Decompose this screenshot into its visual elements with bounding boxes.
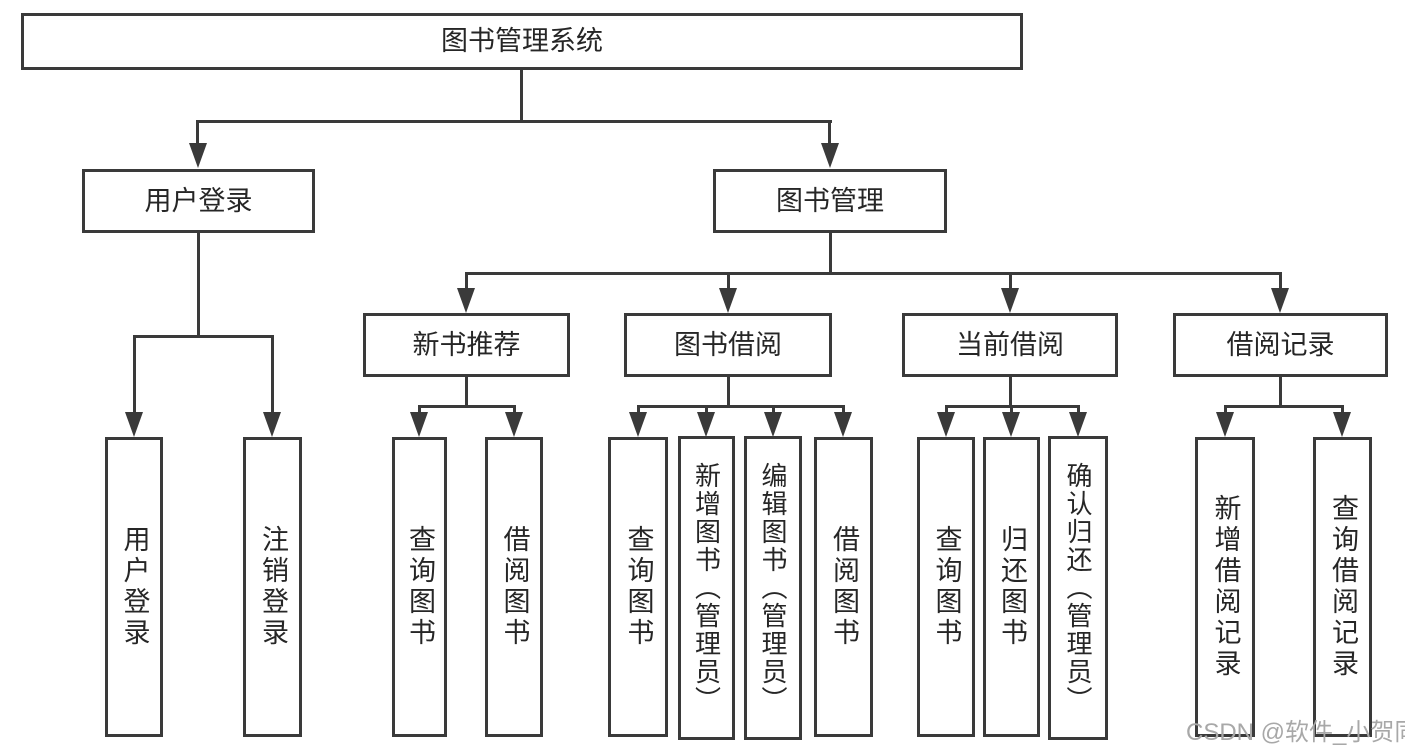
node-new-book-rec: 新书推荐: [363, 313, 570, 377]
node-leaf-logout: 注销登录: [243, 437, 302, 737]
connector-book-borrow-shaft: [727, 272, 730, 292]
node-leaf-user-login: 用户登录: [105, 437, 163, 737]
arrowhead-leaf-logout: [263, 412, 281, 437]
arrowhead-rec-borrow: [505, 412, 523, 437]
node-bb-query-book-label: 查询图书: [623, 525, 654, 649]
csdn-watermark: CSDN @软件_小贺同学: [1186, 719, 1405, 746]
node-br-query-record: 查询借阅记录: [1313, 437, 1372, 737]
connector-rec-borrow-shaft: [513, 405, 516, 415]
connector-new-book-rec-stem: [465, 377, 468, 405]
connector-borrow-record-stem: [1279, 377, 1282, 405]
arrowhead-cb-return: [1002, 412, 1020, 437]
connector-bb-add-shaft: [705, 405, 708, 415]
node-root: 图书管理系统: [21, 13, 1023, 70]
connector-user-login-shaft: [196, 120, 199, 148]
node-root-label: 图书管理系统: [441, 26, 603, 56]
node-current-borrow: 当前借阅: [902, 313, 1118, 377]
arrowhead-cb-confirm: [1069, 412, 1087, 437]
connector-cb-query-shaft: [945, 405, 948, 415]
node-borrow-record: 借阅记录: [1173, 313, 1388, 377]
node-leaf-logout-label: 注销登录: [258, 525, 288, 649]
node-br-query-record-label: 查询借阅记录: [1328, 494, 1358, 680]
node-br-add-record-label: 新增借阅记录: [1210, 494, 1241, 680]
node-book-borrow: 图书借阅: [624, 313, 832, 377]
node-user-login: 用户登录: [82, 169, 315, 233]
arrowhead-br-add: [1216, 412, 1234, 437]
connector-borrow-record-bar: [1224, 405, 1344, 408]
node-cb-confirm-return: 确认归还（管理员）: [1048, 436, 1108, 740]
connector-bb-edit-shaft: [772, 405, 775, 415]
connector-new-book-rec-bar: [418, 405, 515, 408]
connector-leaf-user-login-shaft: [133, 335, 136, 415]
node-bb-query-book: 查询图书: [608, 437, 668, 737]
node-rec-query-book: 查询图书: [392, 437, 447, 737]
node-bb-borrow-book: 借阅图书: [814, 437, 873, 737]
connector-book-mgmt-stem: [829, 233, 832, 272]
connector-book-borrow-bar: [637, 405, 845, 408]
connector-book-mgmt-shaft: [828, 120, 831, 148]
arrowhead-bb-borrow: [834, 412, 852, 437]
connector-bb-borrow-shaft: [842, 405, 845, 415]
node-rec-query-book-label: 查询图书: [405, 525, 435, 649]
node-leaf-user-login-label: 用户登录: [119, 525, 150, 649]
node-cb-confirm-return-label: 确认归还（管理员）: [1063, 462, 1093, 714]
node-br-add-record: 新增借阅记录: [1195, 437, 1255, 737]
node-rec-borrow-book-label: 借阅图书: [499, 525, 530, 649]
node-book-mgmt: 图书管理: [713, 169, 947, 233]
connector-user-login-stem: [197, 233, 200, 335]
node-bb-add-book-label: 新增图书（管理员）: [691, 462, 722, 714]
arrowhead-bb-query: [629, 412, 647, 437]
node-book-borrow-label: 图书借阅: [674, 329, 782, 360]
connector-borrow-record-shaft: [1279, 272, 1282, 292]
connector-bb-query-shaft: [637, 405, 640, 415]
arrowhead-book-borrow: [719, 288, 737, 313]
node-current-borrow-label: 当前借阅: [956, 329, 1064, 360]
connector-rec-query-shaft: [418, 405, 421, 415]
node-user-login-label: 用户登录: [144, 185, 253, 216]
node-cb-query-book-label: 查询图书: [931, 525, 962, 649]
connector-new-book-rec-shaft: [465, 272, 468, 292]
node-book-mgmt-label: 图书管理: [776, 185, 884, 216]
node-rec-borrow-book: 借阅图书: [485, 437, 543, 737]
arrowhead-borrow-record: [1271, 288, 1289, 313]
connector-br-query-shaft: [1341, 405, 1344, 415]
connector-leaf-logout-shaft: [271, 335, 274, 415]
arrowhead-book-mgmt: [821, 143, 839, 168]
connector-cb-return-shaft: [1010, 405, 1013, 415]
arrowhead-bb-edit: [764, 412, 782, 437]
connector-root-bar: [197, 120, 832, 123]
node-cb-query-book: 查询图书: [917, 437, 975, 737]
connector-user-login-bar: [133, 335, 274, 338]
arrowhead-new-book-rec: [457, 288, 475, 313]
node-bb-add-book: 新增图书（管理员）: [678, 436, 735, 740]
node-cb-return-book-label: 归还图书: [997, 525, 1027, 649]
connector-book-mgmt-bar: [466, 272, 1281, 275]
arrowhead-current-borrow: [1001, 288, 1019, 313]
node-new-book-rec-label: 新书推荐: [412, 329, 521, 360]
connector-cb-confirm-shaft: [1077, 405, 1080, 415]
node-bb-borrow-book-label: 借阅图书: [829, 525, 859, 649]
connector-br-add-shaft: [1224, 405, 1227, 415]
arrowhead-bb-add: [697, 412, 715, 437]
connector-current-borrow-stem: [1009, 377, 1012, 405]
node-borrow-record-label: 借阅记录: [1226, 329, 1335, 360]
arrowhead-leaf-user-login: [125, 412, 143, 437]
node-cb-return-book: 归还图书: [983, 437, 1040, 737]
arrowhead-br-query: [1333, 412, 1351, 437]
arrowhead-rec-query: [410, 412, 428, 437]
node-bb-edit-book-label: 编辑图书（管理员）: [758, 462, 788, 714]
node-bb-edit-book: 编辑图书（管理员）: [744, 436, 802, 740]
connector-root-stem: [520, 70, 523, 120]
arrowhead-user-login: [189, 143, 207, 168]
arrowhead-cb-query: [937, 412, 955, 437]
connector-book-borrow-stem: [727, 377, 730, 405]
connector-current-borrow-shaft: [1009, 272, 1012, 292]
